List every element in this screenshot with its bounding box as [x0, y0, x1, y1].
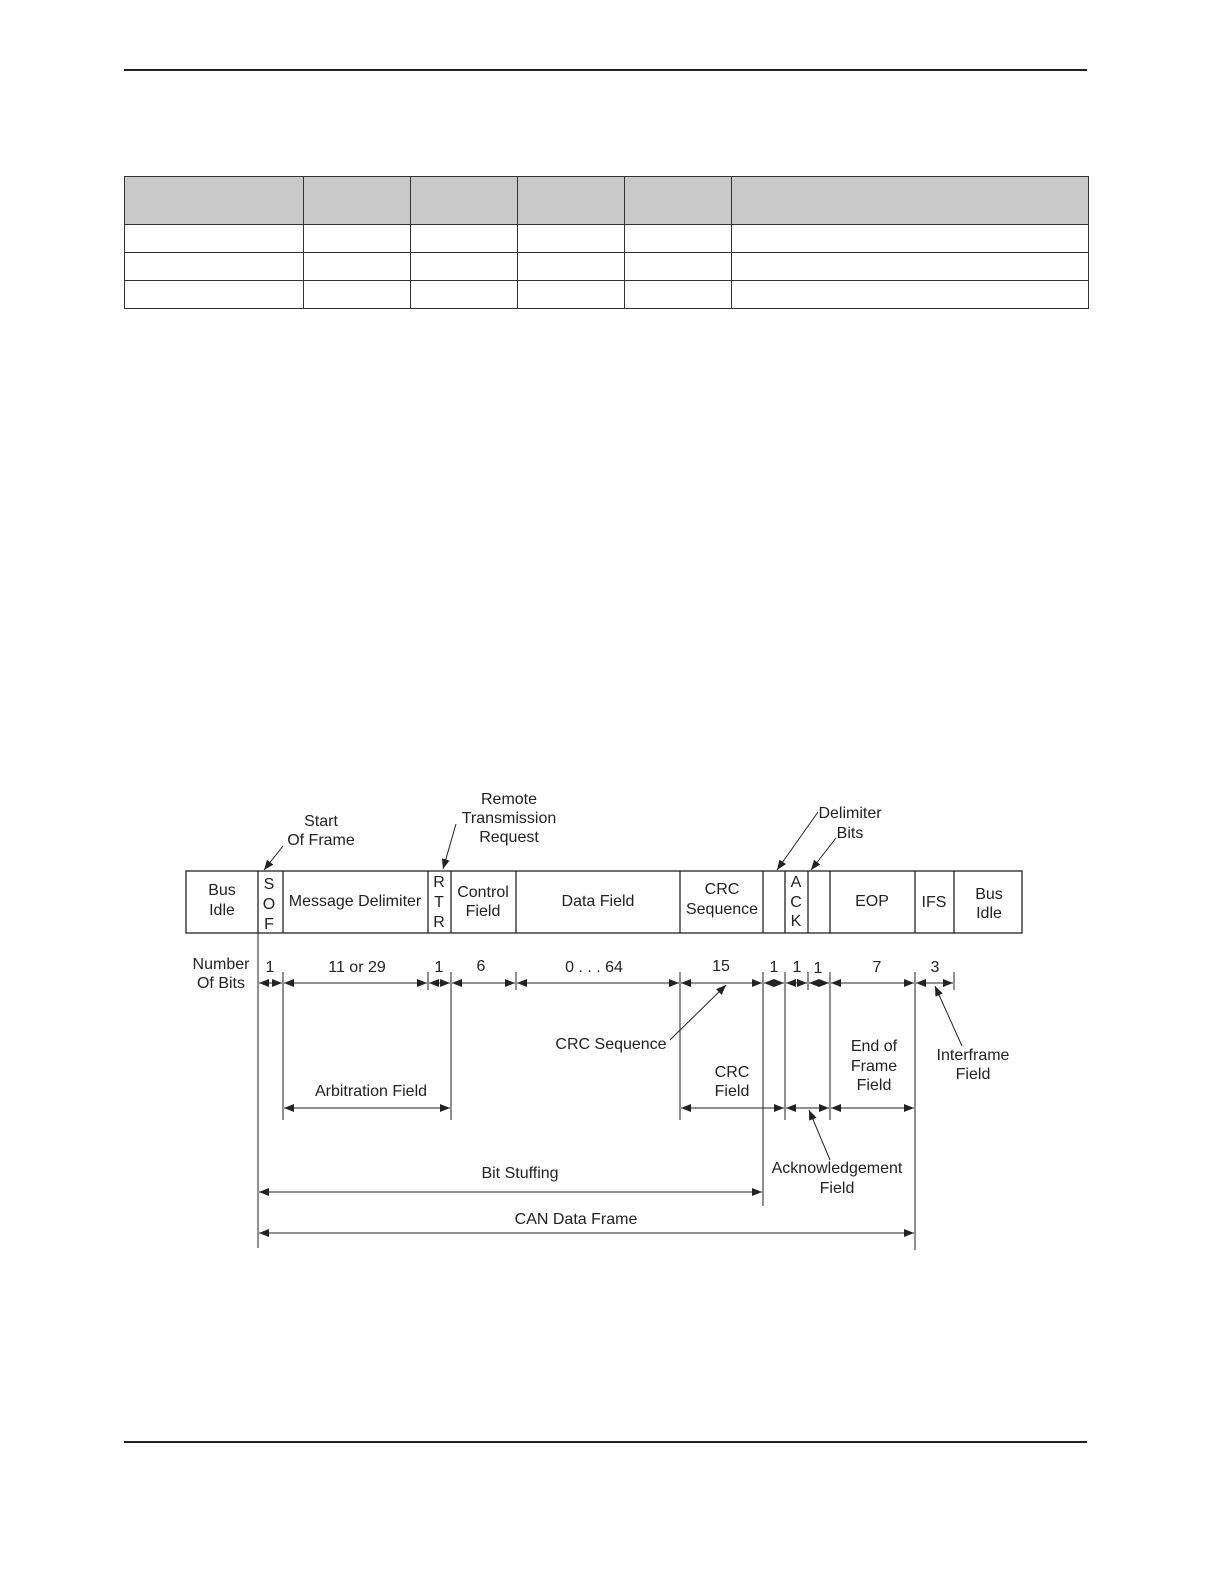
table-header-row — [124, 176, 1089, 225]
table-cell — [517, 280, 625, 309]
rtr-callout-line3: Request — [479, 829, 539, 846]
table-header-cell — [624, 176, 732, 225]
start-of-frame-callout-line2: Of Frame — [287, 832, 355, 849]
table-header-cell — [124, 176, 304, 225]
header-rule — [124, 69, 1087, 71]
table-cell — [731, 252, 1089, 281]
number-of-bits-line1: Number — [193, 956, 251, 973]
crc-field-line1: CRC — [715, 1064, 750, 1081]
arbitration-field-label: Arbitration Field — [315, 1083, 427, 1100]
spec-table — [124, 176, 1089, 309]
ack-letter: A — [791, 874, 802, 891]
bus-idle-right-line1: Bus — [975, 886, 1003, 903]
rtr-pointer — [441, 823, 457, 870]
table-cell — [303, 224, 411, 253]
crc-sequence-cell-line2: Sequence — [686, 901, 758, 918]
bits-ack: 1 — [793, 959, 802, 976]
bits-sof: 1 — [266, 959, 275, 976]
table-cell — [410, 280, 518, 309]
start-of-frame-callout-line1: Start — [304, 813, 338, 830]
bits-rtr: 1 — [435, 959, 444, 976]
number-of-bits-line2: Of Bits — [197, 975, 245, 992]
table-header-cell — [517, 176, 625, 225]
bus-idle-left-line1: Bus — [208, 882, 236, 899]
bits-crc: 15 — [712, 958, 730, 975]
bits-ack-delimiter: 1 — [814, 960, 823, 977]
frame-box — [185, 870, 1023, 934]
table-cell — [303, 252, 411, 281]
end-of-frame-line3: Field — [857, 1077, 892, 1094]
rtr-letter: R — [433, 914, 445, 931]
rtr-letter: T — [434, 894, 444, 911]
end-of-frame-line2: Frame — [851, 1058, 897, 1075]
delimiter-bits-callout-line1: Delimiter — [818, 805, 882, 822]
ack-letter: K — [791, 913, 802, 930]
acknowledgement-callout-line1: Acknowledgement — [772, 1160, 903, 1177]
table-cell — [410, 224, 518, 253]
table-cell — [624, 252, 732, 281]
eop-label: EOP — [855, 893, 889, 910]
interframe-callout-line1: Interframe — [937, 1047, 1010, 1064]
table-cell — [124, 224, 304, 253]
bits-data: 0 . . . 64 — [565, 959, 623, 976]
table-cell — [517, 252, 625, 281]
data-field-label: Data Field — [562, 893, 635, 910]
acknowledgement-pointer — [808, 1109, 831, 1161]
rtr-letter: R — [433, 874, 445, 891]
delimiter-pointer-1 — [776, 811, 819, 871]
ack-letter: C — [790, 894, 802, 911]
table-cell — [624, 280, 732, 309]
bits-crc-delimiter: 1 — [770, 959, 779, 976]
bit-stuffing-label: Bit Stuffing — [481, 1165, 558, 1182]
bits-control: 6 — [477, 958, 486, 975]
bus-idle-left-line2: Idle — [209, 902, 235, 919]
crc-field-line2: Field — [715, 1083, 750, 1100]
sof-letter: S — [264, 876, 275, 893]
crc-sequence-callout: CRC Sequence — [555, 1036, 666, 1053]
table-row — [124, 224, 1089, 253]
crc-sequence-pointer — [669, 984, 727, 1041]
crc-sequence-cell-line1: CRC — [705, 881, 740, 898]
sof-pointer — [263, 845, 284, 871]
table-row — [124, 252, 1089, 281]
table-cell — [731, 224, 1089, 253]
control-field-line1: Control — [457, 884, 509, 901]
acknowledgement-callout-line2: Field — [820, 1180, 855, 1197]
rtr-callout-line2: Transmission — [462, 810, 557, 827]
rtr-callout-line1: Remote — [481, 791, 537, 808]
table-cell — [124, 252, 304, 281]
bits-message-delimiter: 11 or 29 — [328, 959, 386, 976]
table-cell — [731, 280, 1089, 309]
frame-dividers — [257, 871, 955, 933]
sof-letter: F — [264, 916, 274, 933]
table-cell — [410, 252, 518, 281]
delimiter-pointer-2 — [810, 837, 837, 871]
bits-ifs: 3 — [931, 959, 940, 976]
delimiter-bits-callout-line2: Bits — [837, 825, 864, 842]
bit-count-ticks — [257, 933, 955, 1250]
end-of-frame-line1: End of — [851, 1038, 898, 1055]
message-delimiter-label: Message Delimiter — [289, 893, 422, 910]
interframe-pointer — [934, 985, 963, 1047]
bus-idle-right-line2: Idle — [976, 905, 1002, 922]
table-cell — [624, 224, 732, 253]
table-row — [124, 280, 1089, 309]
table-cell — [124, 280, 304, 309]
bits-eop: 7 — [873, 959, 882, 976]
table-cell — [303, 280, 411, 309]
sof-letter: O — [263, 896, 275, 913]
table-header-cell — [410, 176, 518, 225]
ifs-label: IFS — [922, 894, 947, 911]
footer-rule — [124, 1441, 1087, 1443]
can-data-frame-label: CAN Data Frame — [515, 1211, 638, 1228]
control-field-line2: Field — [466, 903, 501, 920]
interframe-callout-line2: Field — [956, 1066, 991, 1083]
